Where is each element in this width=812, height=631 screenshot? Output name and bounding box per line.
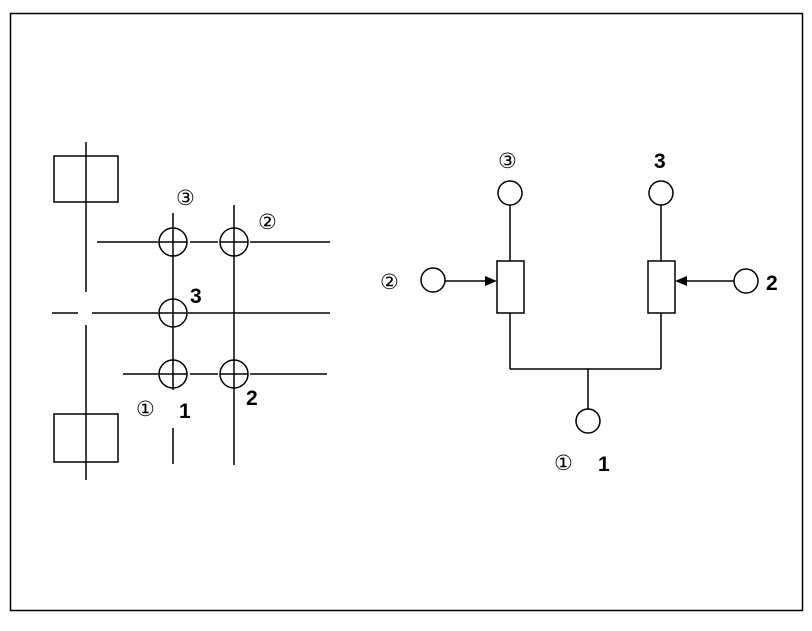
right-label-circled-1: ① bbox=[554, 452, 573, 475]
node-circle-side-right bbox=[733, 268, 759, 294]
right-label-3: 3 bbox=[654, 150, 666, 173]
left-label-2: 2 bbox=[246, 387, 258, 410]
left-label-3: 3 bbox=[190, 285, 202, 308]
fitting-circle-bot-right bbox=[219, 359, 249, 389]
arrow-left-head bbox=[485, 276, 497, 286]
left-label-1: 1 bbox=[179, 400, 191, 423]
right-label-2: 2 bbox=[766, 272, 778, 295]
valve-right bbox=[647, 260, 676, 314]
fitting-circle-bot-left bbox=[158, 359, 188, 389]
fitting-circle-mid bbox=[158, 298, 188, 328]
left-label-circled-3: ③ bbox=[176, 187, 195, 210]
right-label-circled-3: ③ bbox=[498, 150, 517, 173]
square-bottom bbox=[53, 413, 119, 463]
node-circle-top-left bbox=[497, 180, 523, 206]
square-top bbox=[53, 155, 119, 203]
left-label-circled-1: ① bbox=[136, 398, 155, 421]
node-circle-bottom bbox=[575, 408, 601, 434]
arrow-right-head bbox=[675, 276, 687, 286]
left-grid-diagram bbox=[52, 142, 330, 480]
node-circle-side-left bbox=[420, 267, 446, 293]
right-schematic-diagram bbox=[420, 180, 759, 434]
fitting-circle-top-left bbox=[158, 227, 188, 257]
fitting-circle-top-right bbox=[219, 227, 249, 257]
right-label-1: 1 bbox=[598, 453, 610, 476]
outer-frame bbox=[9, 12, 804, 612]
valve-left bbox=[496, 260, 525, 314]
left-label-circled-2: ② bbox=[258, 211, 277, 234]
right-label-circled-2: ② bbox=[380, 271, 399, 294]
node-circle-top-right bbox=[648, 180, 674, 206]
